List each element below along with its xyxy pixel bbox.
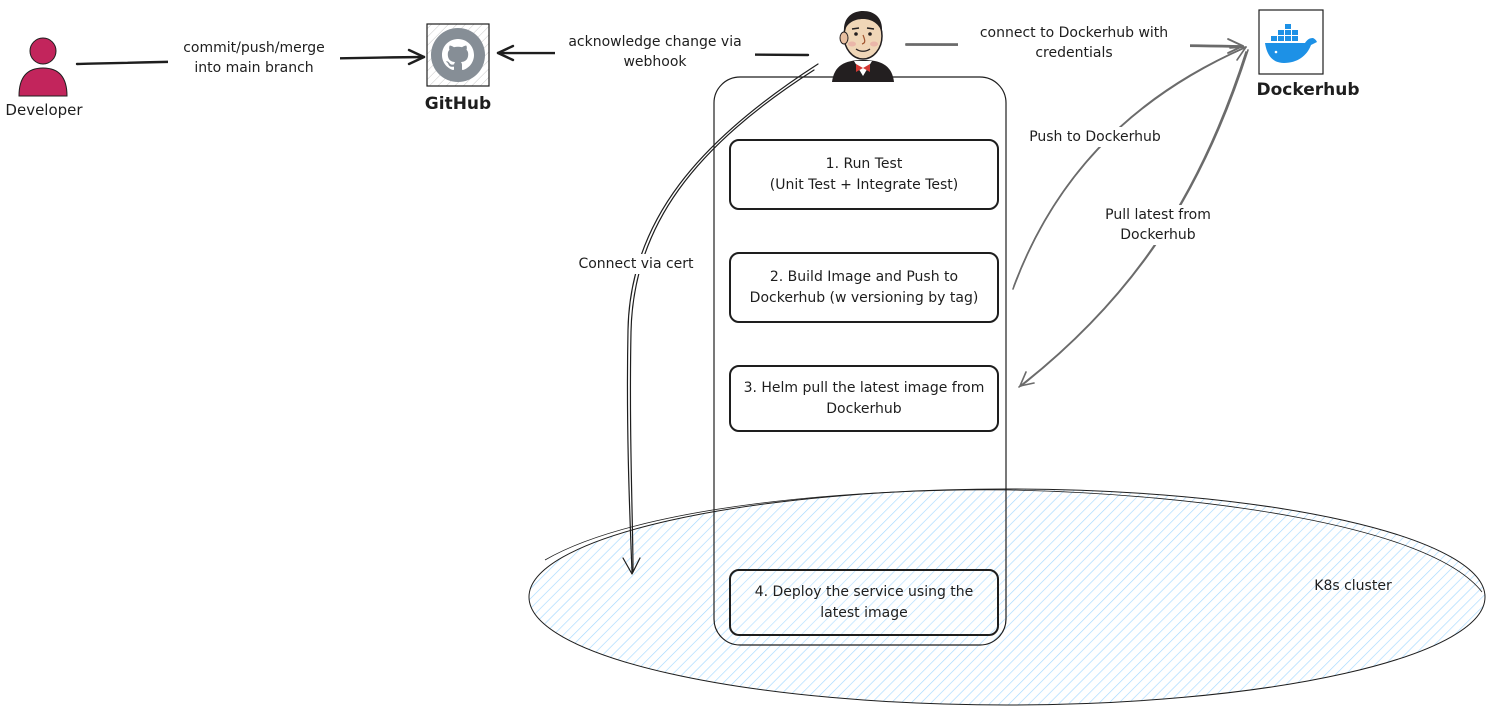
edge-label-commit: commit/push/merge into main branch (168, 38, 340, 78)
jenkins-node[interactable] (826, 4, 900, 84)
step-build-push[interactable]: 2. Build Image and Push to Dockerhub (w … (729, 252, 999, 323)
edge-label-cert: Connect via cert (564, 254, 708, 274)
developer-node[interactable]: Developer (5, 30, 83, 122)
dockerhub-node[interactable]: Dockerhub (1256, 9, 1360, 104)
arrow-cert (622, 63, 819, 575)
person-icon (18, 37, 68, 97)
edge-label-pull: Pull latest from Dockerhub (1088, 205, 1228, 245)
edge-label-connect-dockerhub: connect to Dockerhub with credentials (958, 23, 1190, 63)
developer-label: Developer (5, 101, 83, 119)
docker-icon (1258, 9, 1324, 75)
cluster-label: K8s cluster (1314, 578, 1392, 594)
edge-label-push: Push to Dockerhub (1012, 127, 1178, 147)
step-deploy[interactable]: 4. Deploy the service using the latest i… (729, 569, 999, 636)
k8s-cluster-ellipse (528, 488, 1486, 706)
step-run-test[interactable]: 1. Run Test (Unit Test + Integrate Test) (729, 139, 999, 210)
github-icon (426, 23, 490, 87)
step-helm-pull[interactable]: 3. Helm pull the latest image from Docke… (729, 365, 999, 432)
jenkins-icon (832, 11, 894, 82)
edge-label-webhook: acknowledge change via webhook (555, 32, 755, 72)
github-node[interactable]: GitHub (425, 22, 491, 114)
dockerhub-label: Dockerhub (1256, 80, 1360, 100)
github-label: GitHub (424, 94, 492, 114)
person-head (29, 37, 57, 65)
arrow-push (1012, 46, 1247, 290)
